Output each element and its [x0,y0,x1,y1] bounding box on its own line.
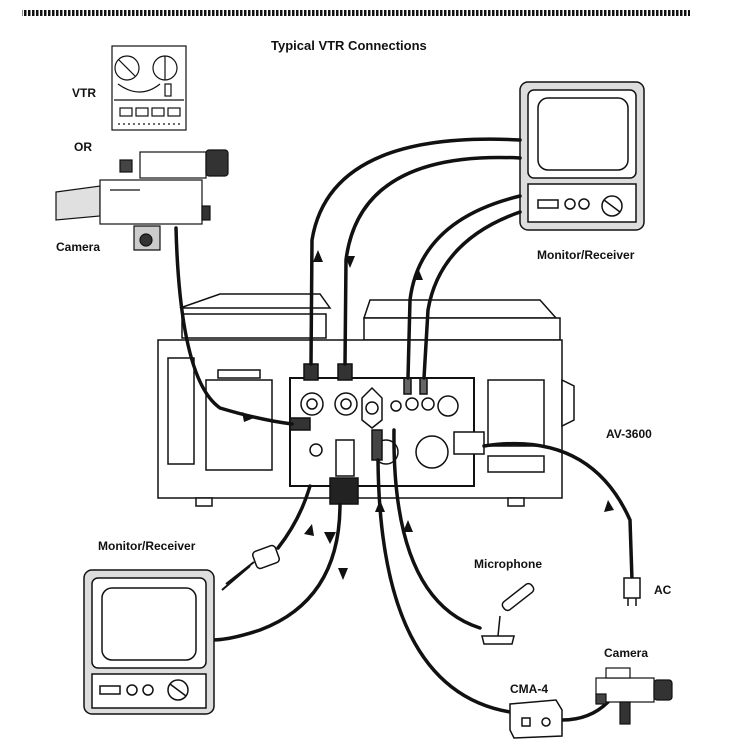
label-or: OR [74,140,92,154]
diagram-title: Typical VTR Connections [271,38,427,53]
av3600-deck [157,293,575,507]
ac-plug [623,577,641,606]
label-av3600: AV-3600 [606,427,652,441]
flow-arrows [242,250,614,580]
label-vtr: VTR [72,86,96,100]
camera-top [55,149,229,251]
cma4-box [509,699,563,739]
top-rule [22,10,690,16]
microphone [481,582,535,645]
label-camera-bottom: Camera [604,646,649,660]
label-cma4: CMA-4 [510,682,548,696]
label-ac: AC [654,583,672,597]
label-camera-top: Camera [56,240,101,254]
vtr-unit [111,45,187,131]
monitor-top [519,81,645,231]
label-monitor-top: Monitor/Receiver [537,248,635,262]
monitor-bottom [83,569,215,715]
camera-bottom [595,667,673,725]
label-microphone: Microphone [474,557,542,571]
rf-adapter [221,544,280,591]
label-monitor-bottom: Monitor/Receiver [98,539,196,553]
cables [174,137,634,722]
